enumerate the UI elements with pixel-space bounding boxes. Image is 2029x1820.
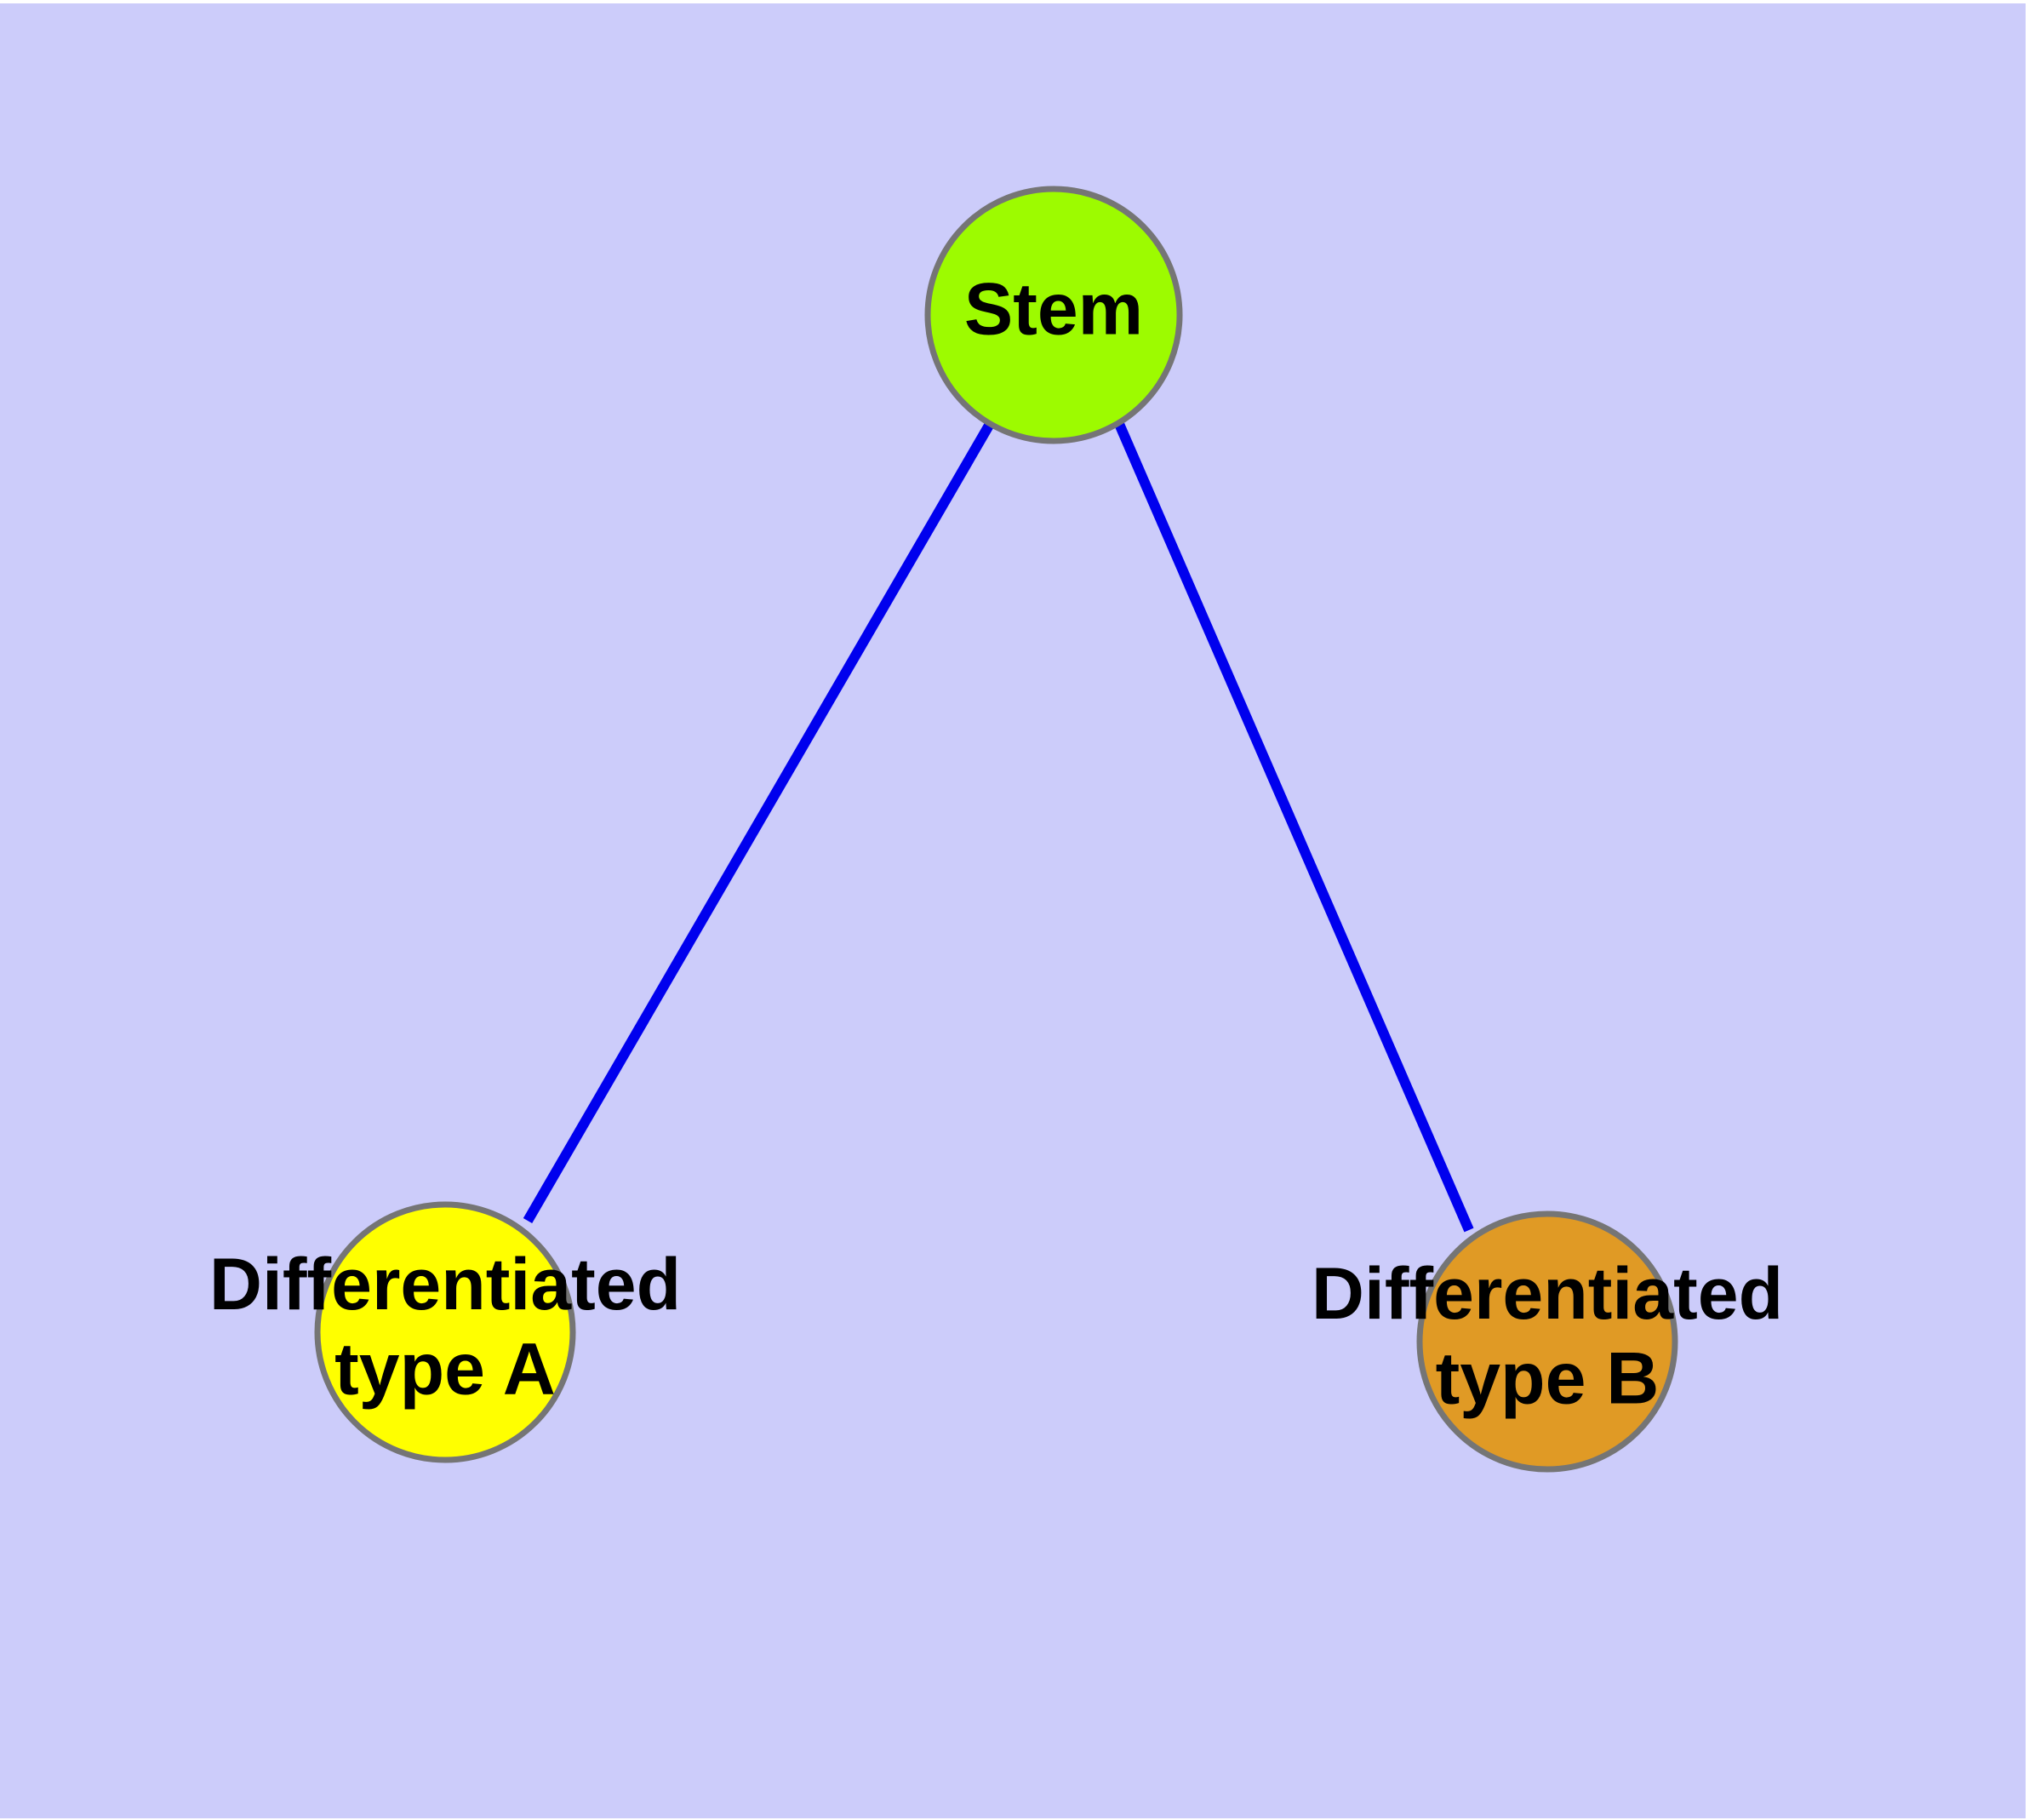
- node-circle-diff-b[interactable]: [1416, 1210, 1678, 1473]
- edge-stem-to-diff-a[interactable]: [523, 421, 995, 1224]
- node-label-line: type A: [334, 1329, 556, 1411]
- node-label-line: Differentiated: [209, 1244, 681, 1325]
- node-label-line: Stem: [964, 269, 1143, 351]
- edges-layer: [523, 421, 1474, 1233]
- node-circle-diff-a[interactable]: [314, 1201, 576, 1463]
- node-diff-a[interactable]: [314, 1201, 576, 1463]
- node-label-stem: Stem: [964, 269, 1143, 351]
- node-diff-b[interactable]: [1416, 1210, 1678, 1473]
- node-label-line: type B: [1436, 1338, 1660, 1420]
- node-circle-stem[interactable]: [924, 186, 1183, 444]
- edge-stem-to-diff-b[interactable]: [1114, 421, 1474, 1233]
- node-label-line: Differentiated: [1312, 1253, 1783, 1335]
- node-stem[interactable]: [924, 186, 1183, 444]
